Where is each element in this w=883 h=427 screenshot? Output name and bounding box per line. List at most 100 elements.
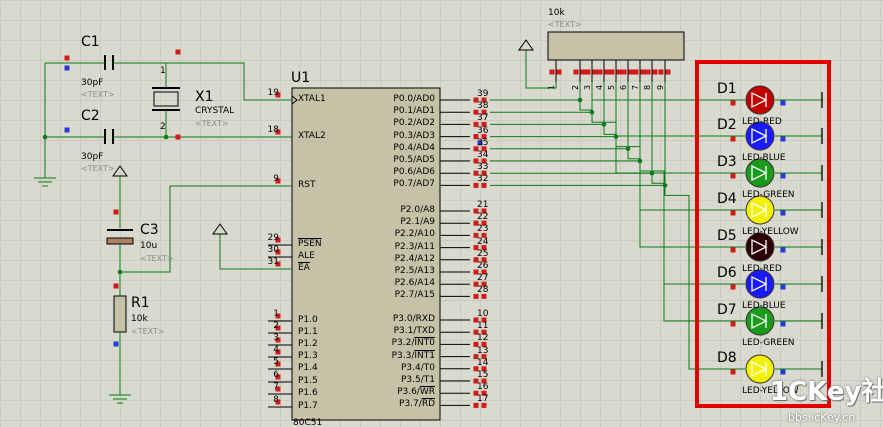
u1-pin-num-25: 25 (477, 248, 489, 259)
rn1-pin-num: 9 (656, 85, 665, 90)
pin-marker (730, 173, 736, 179)
pin-marker (481, 293, 487, 299)
u1-pin-num-12: 12 (477, 333, 489, 344)
u1-pin-num-18: 18 (267, 125, 279, 135)
r1-ref: R1 (131, 295, 150, 311)
pin-marker (175, 49, 181, 55)
r1-text: <TEXT> (131, 327, 165, 336)
c1-ref: C1 (81, 34, 100, 50)
u1-pin-num-4: 4 (273, 345, 279, 355)
led-symbol (751, 91, 768, 109)
u1-pin-num-21: 21 (477, 200, 489, 210)
pin-marker (481, 329, 487, 335)
u1-pin-name-26: P2.5/A13 (394, 266, 435, 276)
u1-pin-name-39: P0.0/AD0 (393, 94, 435, 104)
x1-pin2: 2 (160, 122, 166, 132)
pin-marker (473, 220, 479, 226)
pin-marker-blue (780, 100, 786, 106)
pin-marker (481, 134, 487, 140)
rn1-pin-num: 1 (547, 85, 556, 90)
pin-marker (473, 109, 479, 115)
u1-pin-name-21: P2.0/A8 (400, 205, 435, 215)
u1-pin-name-3: P1.2 (298, 339, 318, 349)
led-type-d2: LED-BLUE (742, 153, 786, 163)
pin-marker (481, 170, 487, 176)
pin-marker (481, 354, 487, 360)
pin-marker (621, 69, 627, 75)
u1-pin-name-29: PSEN (298, 239, 322, 249)
u1-pin-name-8: P1.7 (298, 401, 318, 411)
led-body-d3 (745, 158, 775, 188)
junction-dot (42, 134, 48, 140)
u1-pin-name-19: XTAL1 (298, 94, 326, 104)
u1-pin-name-22: P2.1/A9 (400, 217, 435, 228)
c2-value: 30pF (81, 152, 104, 162)
led-symbol (751, 238, 768, 256)
pin-marker (730, 100, 736, 106)
u1-pin-name-28: P2.7/A15 (394, 290, 435, 301)
pin-marker (616, 69, 622, 75)
pin-marker (113, 283, 119, 289)
pin-marker (275, 349, 281, 355)
led-feed-6 (651, 173, 745, 322)
pin-marker (730, 247, 736, 253)
pin-marker-blue (113, 341, 119, 347)
led-ref-d4: D4 (717, 191, 737, 207)
pin-marker (549, 69, 555, 75)
pin-marker (275, 178, 281, 184)
r1-value: 10k (131, 314, 148, 324)
pin-marker (481, 341, 487, 347)
pin-marker-blue (64, 127, 70, 133)
pin-marker (481, 317, 487, 323)
u1-pin-name-36: P0.3/AD3 (393, 130, 435, 141)
pin-marker (481, 269, 487, 275)
r1-body (113, 295, 127, 333)
u1-pin-name-32: P0.7/AD7 (393, 179, 435, 190)
u1-pin-num-24: 24 (477, 236, 489, 247)
u1-pin-num-15: 15 (477, 370, 489, 380)
u1-pin-name-17: P3.7/RD (399, 399, 435, 410)
u1-pin-name-30: ALE (298, 251, 315, 261)
pin-marker-blue (780, 173, 786, 179)
pin-marker (473, 354, 479, 360)
rn1-pin-num: 8 (643, 85, 652, 90)
pin-marker (275, 261, 281, 267)
pin-marker-blue (780, 210, 786, 216)
u1-pin-num-2: 2 (273, 321, 279, 331)
c1-text: <TEXT> (81, 90, 115, 99)
x1-ref: X1 (195, 89, 214, 105)
u1-pin-num-14: 14 (477, 357, 489, 368)
pin-marker-blue (64, 65, 70, 71)
c3-ref: C3 (140, 222, 159, 238)
ea-wire (219, 234, 292, 270)
u1-pin-num-13: 13 (477, 345, 489, 356)
u1-pin-name-10: P3.0/RXD (392, 314, 435, 324)
led-ref-d1: D1 (717, 81, 737, 97)
u1-pin-num-6: 6 (273, 370, 279, 380)
led-type-d5: LED-RED (742, 264, 782, 274)
pin-marker (730, 369, 736, 375)
u1-pin-name-35: P0.4/AD4 (393, 142, 435, 153)
rn1-pin-num: 7 (631, 85, 640, 90)
x1-value: CRYSTAL (195, 106, 235, 116)
pin-marker (481, 97, 487, 103)
u1-pin-name-33: P0.6/AD6 (393, 167, 435, 178)
pin-marker (473, 245, 479, 251)
u1-pin-name-25: P2.4/A12 (394, 253, 435, 264)
pin-marker (481, 220, 487, 226)
u1-pin-name-13: P3.3/INT1 (391, 350, 435, 361)
u1-pin-num-17: 17 (477, 394, 489, 405)
led-symbol (751, 275, 768, 293)
led-symbol (751, 164, 768, 182)
pin-marker (473, 317, 479, 323)
pin-marker (658, 69, 664, 75)
pin-marker (481, 378, 487, 384)
rn1-pin-num: 6 (619, 85, 628, 90)
rn1-pin-num: 2 (571, 85, 580, 90)
pin-marker (481, 109, 487, 115)
pin-marker (481, 402, 487, 408)
led-ref-d3: D3 (717, 154, 737, 170)
